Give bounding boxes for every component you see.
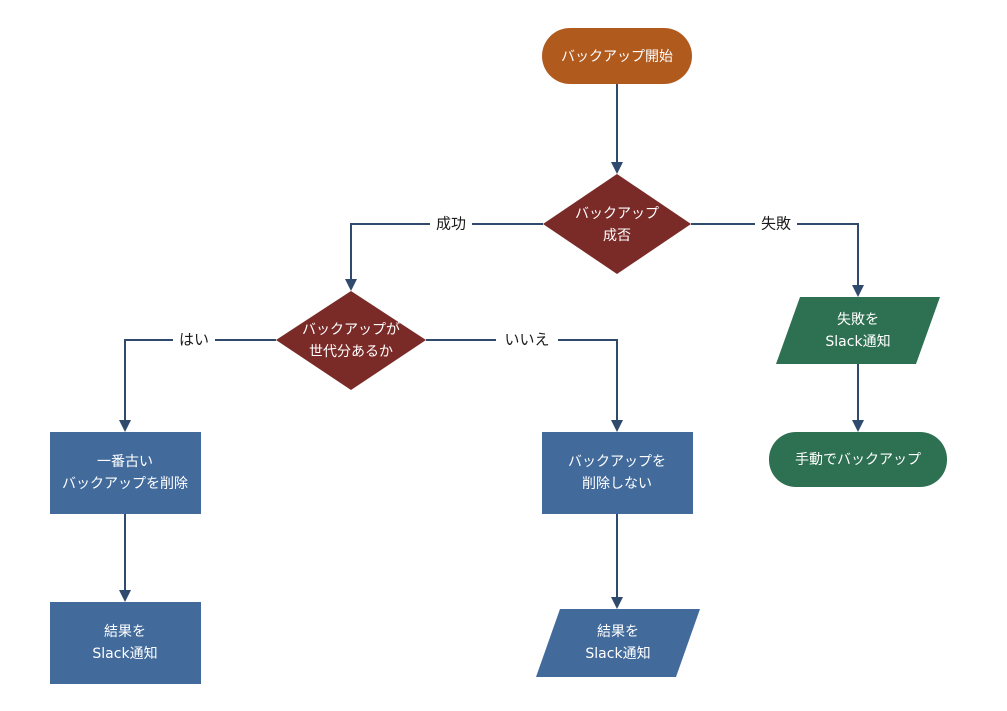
decision-generations: バックアップが 世代分あるか — [276, 291, 426, 390]
keep-backups-node: バックアップを 削除しない — [542, 432, 693, 514]
edge-failure-to-notify — [691, 223, 859, 286]
notify-result-left-label-line2: Slack通知 — [92, 645, 157, 662]
start-node: バックアップ開始 — [542, 28, 692, 84]
decision-generations-label-line1: バックアップが — [302, 322, 400, 338]
delete-oldest-label-line1: 一番古い — [97, 454, 153, 470]
edge-yes-to-delete-oldest — [124, 339, 276, 421]
edge-labels: 成功 失敗 はい いいえ — [173, 213, 797, 351]
delete-oldest-label-line2: バックアップを削除 — [62, 476, 188, 492]
edge-label-failure: 失敗 — [761, 215, 791, 233]
arrowhead-icon — [852, 285, 864, 297]
edge-label-no: いいえ — [504, 331, 549, 349]
manual-backup-node: 手動でバックアップ — [769, 432, 947, 487]
notify-result-left-node: 結果を Slack通知 — [50, 602, 201, 684]
arrowhead-icon — [119, 590, 131, 602]
keep-backups-label-line2: 削除しない — [582, 476, 652, 492]
notify-failure-label-line2: Slack通知 — [825, 333, 890, 350]
arrowhead-icon — [611, 162, 623, 174]
notify-failure-label-line1: 失敗を — [837, 312, 879, 328]
arrowhead-icon — [611, 420, 623, 432]
decision-backup-success: バックアップ 成否 — [543, 174, 691, 274]
edge-label-yes: はい — [179, 331, 209, 349]
arrowhead-icon — [119, 420, 131, 432]
notify-failure-node: 失敗を Slack通知 — [776, 297, 940, 364]
decision-success-label-line1: バックアップ — [575, 206, 659, 222]
manual-backup-label: 手動でバックアップ — [795, 452, 921, 468]
edge-label-success: 成功 — [436, 215, 466, 233]
arrowhead-icon — [345, 279, 357, 291]
decision-success-label-line2: 成否 — [603, 228, 631, 244]
edge-success-to-generations-decision — [350, 223, 543, 280]
notify-result-right-node: 結果を Slack通知 — [536, 609, 700, 677]
start-label: バックアップ開始 — [561, 49, 673, 65]
delete-oldest-node: 一番古い バックアップを削除 — [50, 432, 201, 514]
notify-result-left-label-line1: 結果を — [104, 624, 146, 640]
decision-generations-label-line2: 世代分あるか — [309, 344, 393, 360]
notify-result-right-label-line2: Slack通知 — [585, 645, 650, 662]
arrowhead-icon — [611, 597, 623, 609]
connectors — [119, 84, 864, 609]
notify-result-right-label-line1: 結果を — [597, 624, 639, 640]
edge-no-to-keep-backups — [426, 339, 618, 421]
arrowhead-icon — [852, 420, 864, 432]
keep-backups-label-line1: バックアップを — [568, 454, 666, 470]
